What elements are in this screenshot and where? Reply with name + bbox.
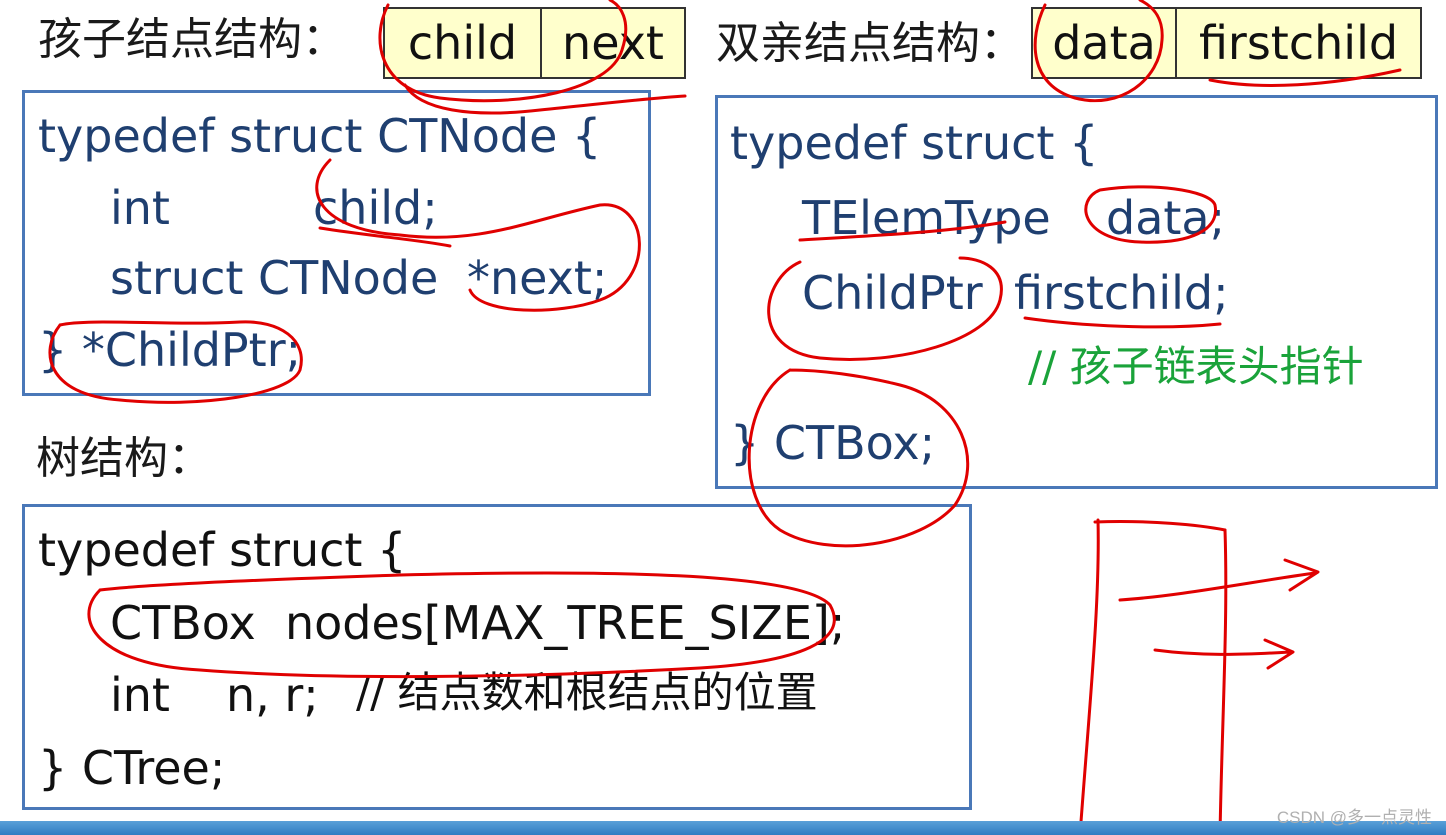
tree-structure-heading: 树结构： <box>36 433 212 484</box>
bottom-bar <box>0 821 1446 835</box>
ctbox-line-4: } CTBox; <box>730 416 936 470</box>
ctnode-line-3-type: struct CTNode <box>110 251 439 305</box>
cell-data: data <box>1031 7 1177 79</box>
ctnode-line-4: } *ChildPtr; <box>38 323 302 377</box>
ctbox-line-2-field: data; <box>1106 191 1226 245</box>
cell-firstchild: firstchild <box>1175 7 1422 79</box>
ctree-line-3-comment: // 结点数和根结点的位置 <box>356 668 818 717</box>
ctree-line-3-field: n, r; <box>226 668 319 722</box>
ctnode-line-3-field: *next; <box>467 251 608 305</box>
ctree-line-4: } CTree; <box>38 741 226 795</box>
ctbox-line-2-type: TElemType <box>802 191 1051 245</box>
ctree-line-3-type: int <box>110 668 170 722</box>
ctbox-line-3-field: firstchild; <box>1014 266 1229 320</box>
annotation-sketch-vertical-right <box>1218 528 1228 835</box>
ctree-line-2: CTBox nodes[MAX_TREE_SIZE]; <box>110 596 846 650</box>
ctnode-line-2-type: int <box>110 181 170 235</box>
watermark: CSDN @多一点灵性 <box>1276 808 1432 827</box>
annotation-sketch-arrow-1 <box>1118 558 1320 602</box>
annotation-sketch-vertical-left <box>1078 518 1100 835</box>
parent-structure-heading: 双亲结点结构： <box>716 18 1024 69</box>
cell-next: next <box>540 7 686 79</box>
ctbox-line-1: typedef struct { <box>730 116 1099 170</box>
ctbox-comment: // 孩子链表头指针 <box>1028 342 1364 391</box>
ctnode-line-1: typedef struct CTNode { <box>38 109 602 163</box>
child-structure-heading: 孩子结点结构： <box>38 14 346 65</box>
ctnode-line-2-field: child; <box>313 181 438 235</box>
ctbox-line-3-type: ChildPtr <box>802 266 983 320</box>
annotation-sketch-top-bar <box>1093 520 1227 532</box>
ctree-line-1: typedef struct { <box>38 523 407 577</box>
annotation-sketch-arrow-2 <box>1153 638 1295 670</box>
cell-child: child <box>383 7 542 79</box>
